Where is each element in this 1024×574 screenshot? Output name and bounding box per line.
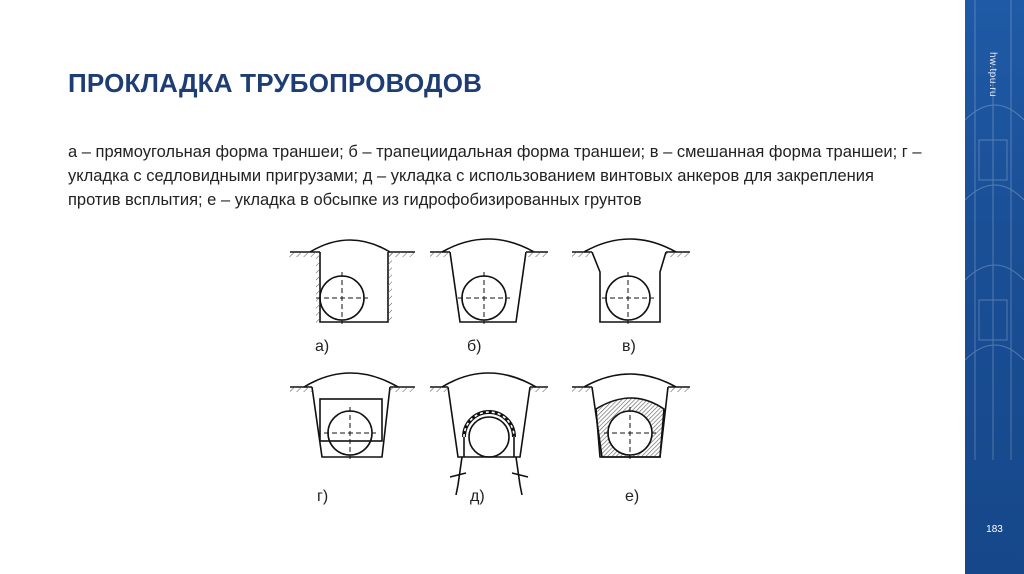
figure-caption: а – прямоугольная форма траншеи; б – тра… (68, 143, 922, 209)
page-number: 183 (986, 524, 1003, 535)
label-e: д) (470, 488, 485, 505)
slide-title: ПРОКЛАДКА ТРУБОПРОВОДОВ (68, 68, 483, 98)
trench-b (430, 238, 548, 324)
building-decoration (965, 0, 1024, 460)
trench-c (572, 238, 690, 324)
label-c: в) (622, 338, 636, 355)
trench-e (430, 372, 548, 496)
sidebar-band: hw.tpu.ru 183 (965, 0, 1024, 574)
label-f: е) (625, 488, 640, 505)
trench-a (288, 239, 416, 324)
label-b: б) (467, 338, 482, 355)
trench-f (572, 373, 690, 459)
trench-d (290, 372, 415, 459)
label-a: а) (315, 338, 330, 355)
label-d: г) (317, 488, 329, 505)
trench-diagrams (288, 238, 690, 496)
site-url: hw.tpu.ru (987, 52, 998, 98)
